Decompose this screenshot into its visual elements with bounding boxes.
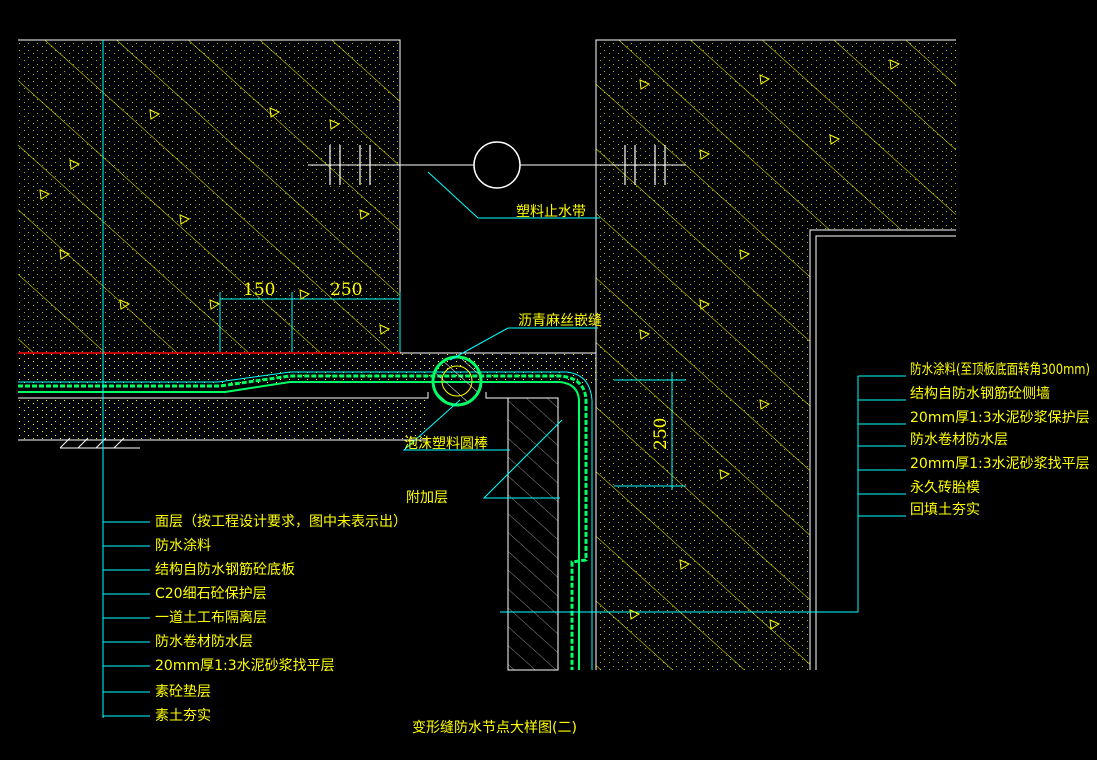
right-label: 永久砖胎模 <box>910 480 980 496</box>
aggregate-triangle <box>679 559 691 570</box>
aggregate-triangle <box>149 109 161 120</box>
left-label-list: 面层（按工程设计要求，图中未表示出） 防水涂料 结构自防水钢筋砼底板 C20细石… <box>155 514 407 724</box>
aggregate-triangle <box>59 249 71 260</box>
aggregate-triangle <box>739 249 751 260</box>
aggregate-triangle <box>329 119 341 130</box>
foam-rod <box>431 355 483 407</box>
right-concrete-block <box>595 39 956 670</box>
label-hemp-caulk: 沥青麻丝嵌缝 <box>518 313 602 329</box>
right-label-list: 防水涂料(至顶板底面转角300mm) 结构自防水钢筋砼侧墙 20mm厚1:3水泥… <box>910 362 1090 518</box>
bottom-slab-layers <box>18 352 596 670</box>
aggregate-triangle <box>889 59 901 70</box>
label-foam-rod: 泡沫塑料圆棒 <box>404 436 488 452</box>
aggregate-triangle <box>629 609 641 620</box>
brick-formwork <box>507 397 559 671</box>
aggregate-triangle <box>39 189 51 200</box>
right-label: 20mm厚1:3水泥砂浆找平层 <box>910 456 1090 472</box>
right-label: 防水卷材防水层 <box>910 432 1008 448</box>
left-label: 素砼垫层 <box>155 684 211 700</box>
aggregate-triangle <box>759 399 771 410</box>
dimension-horizontal <box>219 292 401 352</box>
left-label: 防水卷材防水层 <box>155 634 253 650</box>
dimension-vertical <box>614 372 686 490</box>
aggregate-triangle <box>699 299 711 310</box>
aggregate-triangle <box>699 149 711 160</box>
left-label: 防水涂料 <box>155 538 211 554</box>
drawing-title: 变形缝防水节点大样图(二) <box>412 720 577 736</box>
aggregate-triangle <box>119 299 131 310</box>
aggregate-triangle <box>719 469 731 480</box>
right-label: 防水涂料(至顶板底面转角300mm) <box>910 362 1090 378</box>
right-label-ticks <box>500 375 906 613</box>
aggregate-triangle <box>639 329 651 340</box>
aggregate-triangle <box>299 289 311 300</box>
left-label: 素土夯实 <box>155 708 211 724</box>
right-label: 回填土夯实 <box>910 502 980 518</box>
aggregate-triangle <box>379 324 391 335</box>
top-leaders <box>402 171 600 499</box>
aggregate-triangle <box>179 214 191 225</box>
label-additional-layer: 附加层 <box>406 490 448 506</box>
left-label: 结构自防水钢筋砼底板 <box>155 561 295 578</box>
right-label: 20mm厚1:3水泥砂浆保护层 <box>910 410 1090 426</box>
aggregate-triangle <box>69 159 81 170</box>
right-label: 结构自防水钢筋砼侧墙 <box>910 385 1050 402</box>
left-label: 面层（按工程设计要求，图中未表示出） <box>155 514 407 530</box>
dim-250-vertical: 250 <box>651 418 671 450</box>
label-waterstop: 塑料止水带 <box>516 204 586 220</box>
left-label-ticks <box>103 521 150 717</box>
aggregate-triangle <box>759 74 771 85</box>
aggregate-triangle <box>829 134 841 145</box>
left-label: 20mm厚1:3水泥砂浆找平层 <box>155 658 335 674</box>
aggregate-triangle <box>359 209 371 220</box>
left-label: C20细石砼保护层 <box>155 586 267 602</box>
aggregate-triangle <box>269 107 281 118</box>
dim-150: 150 <box>243 280 275 300</box>
aggregate-triangle <box>769 619 781 630</box>
waterstop <box>308 141 686 189</box>
aggregate-triangle <box>639 79 651 90</box>
dim-250-horizontal: 250 <box>330 280 362 300</box>
aggregate-marks <box>39 59 901 630</box>
left-concrete-block <box>18 39 401 353</box>
aggregate-triangle <box>209 299 221 310</box>
left-label: 一道土工布隔离层 <box>155 609 267 626</box>
